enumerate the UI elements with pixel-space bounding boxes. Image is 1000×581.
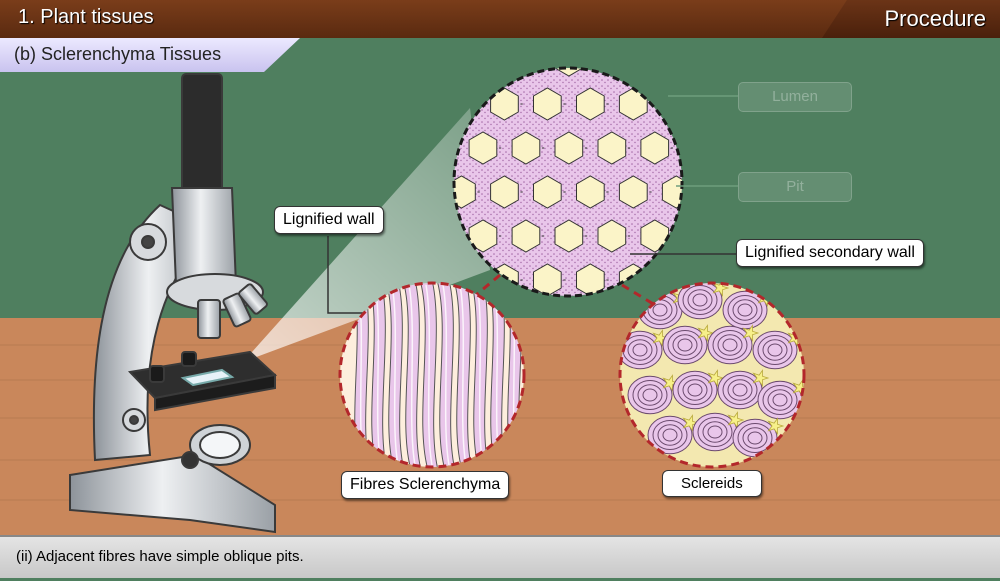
sclereid-layer: [692, 293, 708, 307]
sclereid-layer: [767, 343, 783, 357]
lumen-cell: [533, 87, 562, 121]
label-sclereids: Sclereids: [662, 470, 762, 497]
label-fibres-sclerenchyma: Fibres Sclerenchyma: [341, 471, 510, 499]
label-pit: Pit: [738, 172, 852, 202]
light-beam: [200, 108, 490, 378]
lumen-cell: [533, 263, 562, 296]
stage-clip: [149, 365, 165, 383]
caption-bar: [0, 535, 1000, 578]
section-tab: [822, 0, 1000, 38]
subtitle: (b) Sclerenchyma Tissues: [14, 44, 222, 64]
lumen-cell: [576, 175, 605, 209]
sclereid-lumen: [652, 329, 670, 347]
sclereid-layer: [687, 383, 703, 397]
fibres-view: [338, 281, 526, 469]
label-lignified-wall: Lignified wall: [274, 206, 384, 234]
fibre-lumen: [476, 284, 484, 466]
sclereid-layer: [747, 431, 763, 445]
lumen-cell: [533, 175, 562, 209]
lumen-cell: [490, 175, 519, 209]
eyepiece: [181, 73, 223, 195]
body-tube: [170, 187, 238, 286]
lumen-cell: [576, 263, 605, 296]
slide: [180, 368, 235, 387]
sclereid-lumen: [662, 374, 680, 392]
sclereid-lumen: [727, 411, 745, 429]
sclereids-ring: [618, 281, 806, 469]
fibre-lumen: [425, 284, 433, 466]
lumen-cell: [554, 131, 584, 165]
sclereid-layer: [732, 383, 748, 397]
sclereid-layer: [652, 303, 668, 317]
sclereid-layer: [642, 388, 658, 402]
label-lignified-secondary-wall: Lignified secondary wall: [736, 239, 924, 267]
caption-text: (ii) Adjacent fibres have simple oblique…: [16, 548, 304, 565]
sclereids-view: [618, 281, 806, 469]
sclereid-layer: [772, 393, 788, 407]
fibre-lumen: [442, 284, 450, 466]
lumen-cell: [661, 175, 682, 209]
lumen-cell: [640, 219, 670, 253]
sclereid-layer: [632, 343, 648, 357]
lumen-cell: [468, 131, 498, 165]
fibre-lumen: [459, 284, 467, 466]
sclereid-lumen: [712, 283, 730, 297]
objective-lens: [197, 299, 221, 339]
lumen-cell: [511, 131, 541, 165]
lumen-cell: [618, 175, 648, 209]
label-lumen: Lumen: [738, 82, 852, 112]
sclereid-layer: [707, 425, 723, 439]
sclereid-lumen: [742, 324, 760, 342]
sclereid-lumen: [682, 414, 700, 432]
cross-section-ring: [452, 66, 684, 298]
sclereid-layer: [722, 338, 738, 352]
lumen-cell: [511, 219, 541, 253]
fibre-lumen: [408, 284, 416, 466]
sclereid-lumen: [697, 324, 715, 342]
fibre-lumen: [374, 284, 382, 466]
lumen-cell: [640, 131, 670, 165]
sclereid-layer: [677, 338, 693, 352]
subtitle-bar: [0, 38, 300, 72]
fibre-lumen: [391, 284, 399, 466]
sclereid-lumen: [707, 369, 725, 387]
lumen-cell: [554, 68, 584, 77]
microscope: [69, 73, 278, 534]
lumen-cell: [468, 219, 498, 253]
sclereid-layer: [662, 428, 678, 442]
sclereid-lumen: [752, 369, 770, 387]
lumen-cell: [576, 87, 605, 121]
page-title: 1. Plant tissues: [18, 6, 154, 28]
lumen-cell: [597, 131, 627, 165]
fibres-ring: [338, 281, 526, 469]
sclereid-layer: [737, 303, 753, 317]
lumen-cell: [597, 219, 627, 253]
lumen-cell: [554, 219, 584, 253]
sclereid-lumen: [767, 417, 785, 435]
section-tab-label: Procedure: [884, 6, 986, 31]
